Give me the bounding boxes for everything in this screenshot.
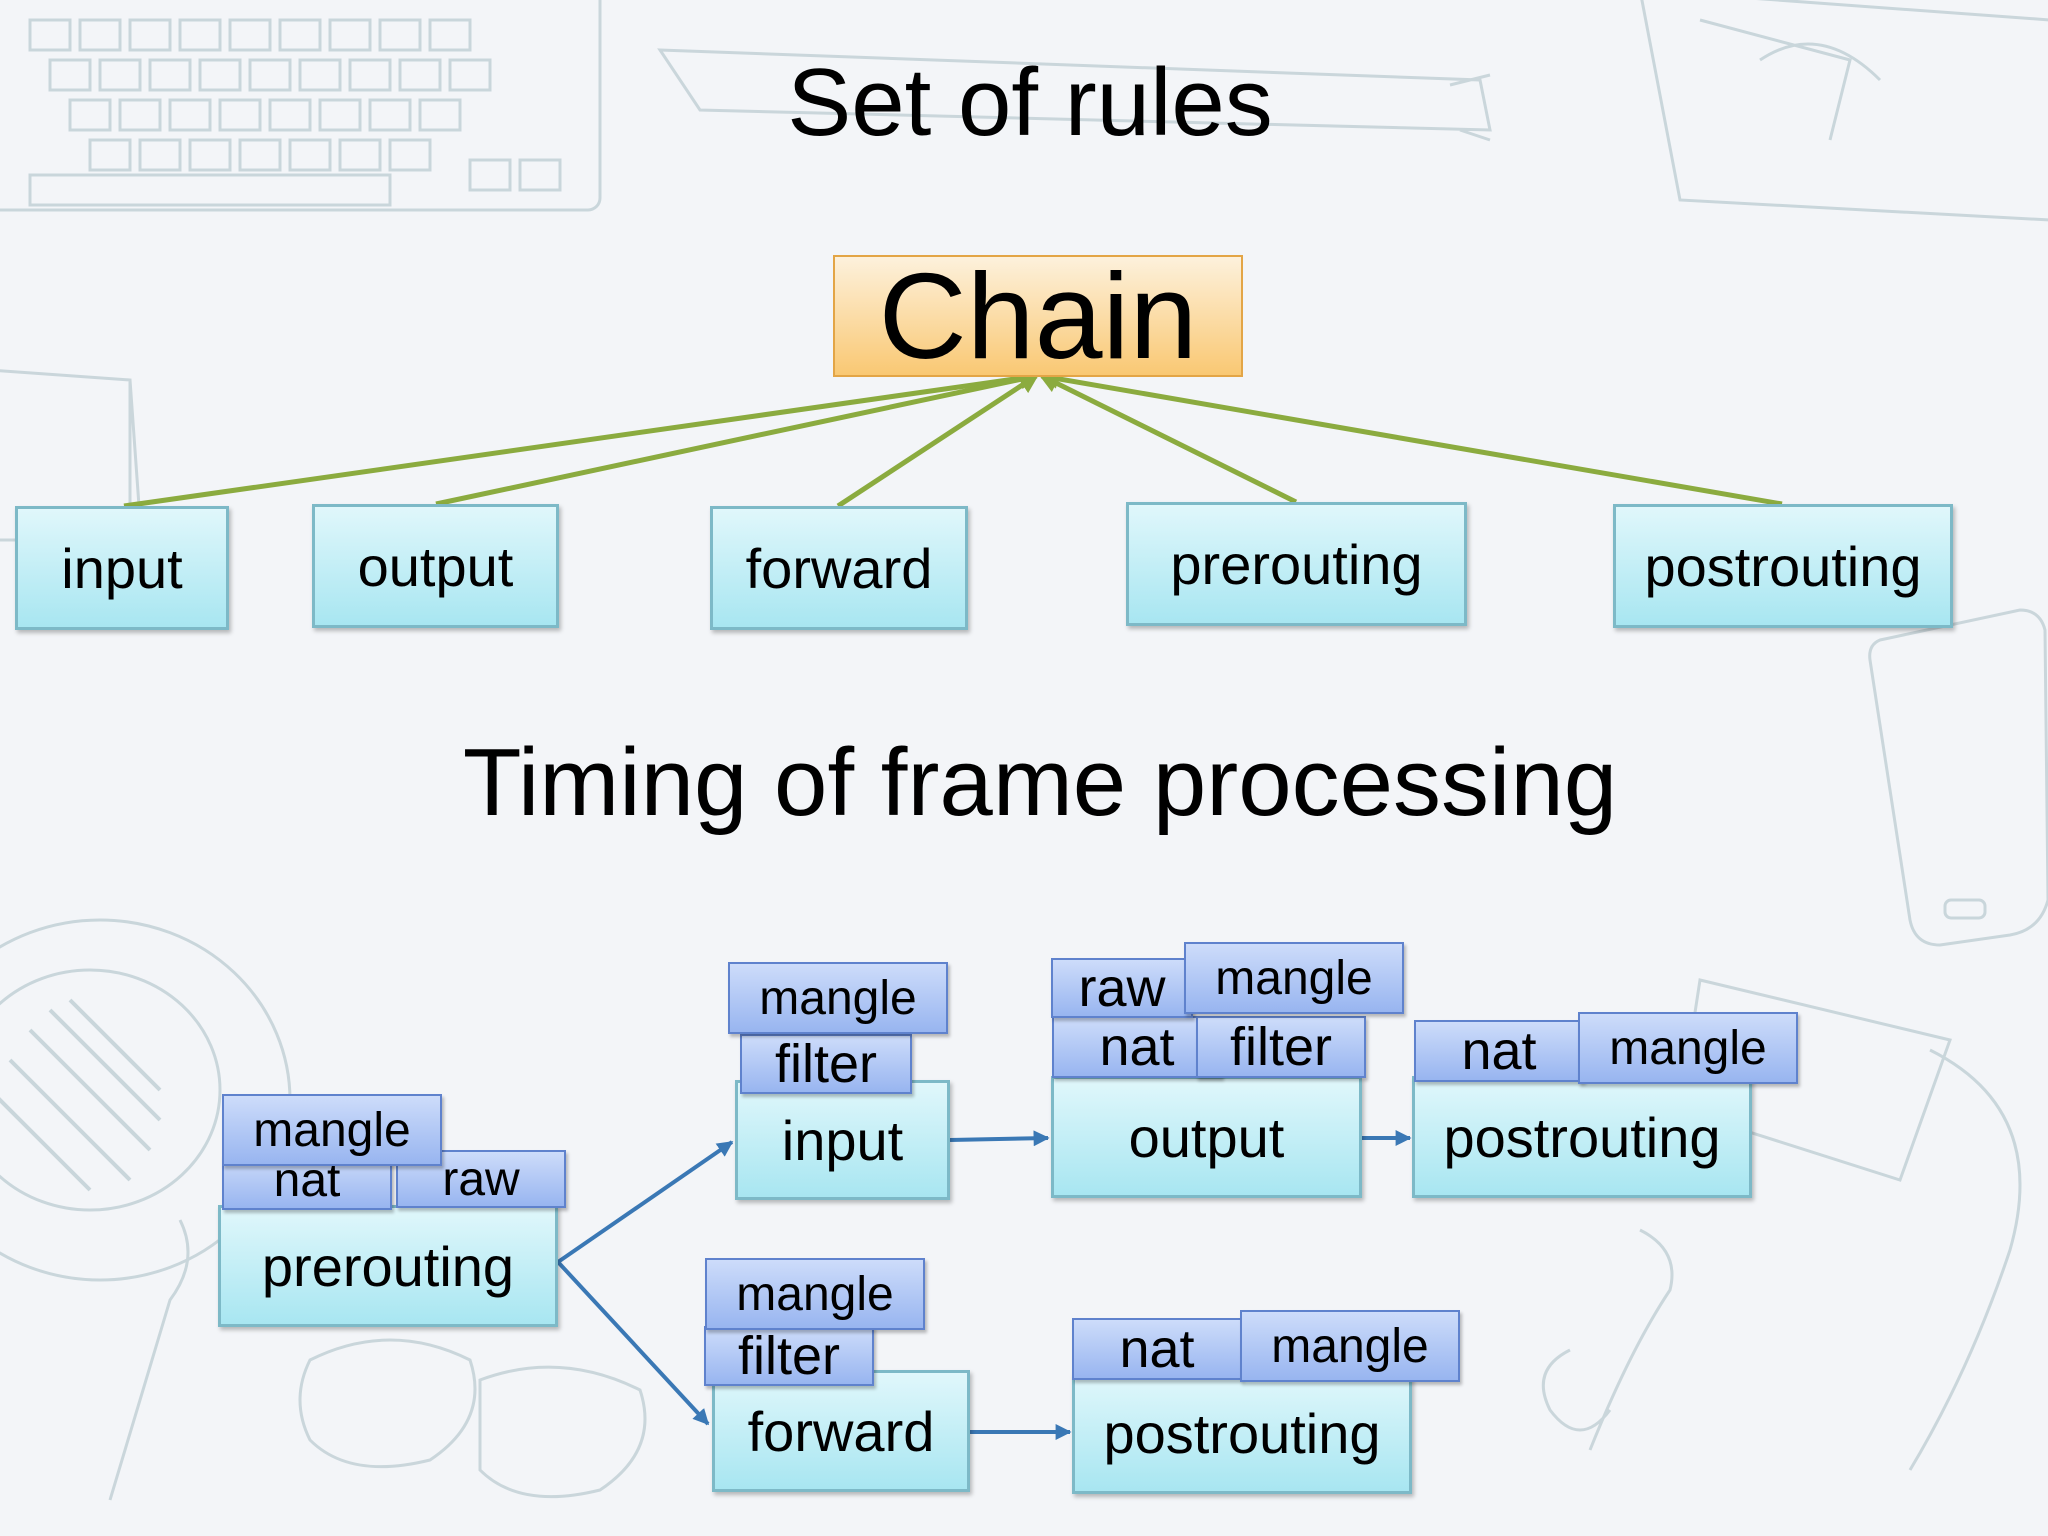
table-filter: filter (1196, 1016, 1366, 1078)
link-output-chain (435, 369, 1040, 507)
chain-type-prerouting: prerouting (1126, 502, 1467, 626)
chain-type-output: output (312, 504, 559, 628)
link-forward-chain (836, 373, 1040, 509)
table-nat: nat (1414, 1020, 1584, 1082)
link-input-chain (123, 368, 1040, 509)
slide-title-set-of-rules: Set of rules (787, 49, 1273, 156)
flow-postrouting-bottom-box: postrouting (1072, 1372, 1412, 1494)
table-filter: filter (740, 1034, 912, 1094)
slide-title-timing: Timing of frame processing (462, 729, 1618, 836)
table-mangle: mangle (728, 962, 948, 1034)
flow-prerouting-box: prerouting (218, 1205, 558, 1327)
arrow-prerouting-forward (556, 1260, 710, 1426)
link-postrouting-chain (1038, 368, 1783, 507)
keyboard-sketch (0, 0, 602, 212)
pen-sketch (657, 48, 1492, 142)
flow-postrouting-top-box: postrouting (1412, 1076, 1752, 1198)
table-nat: nat (1052, 1016, 1222, 1078)
table-mangle: mangle (1184, 942, 1404, 1014)
arrow-prerouting-input (556, 1140, 734, 1264)
phone-sketch (1868, 608, 2048, 947)
flow-output-box: output (1051, 1076, 1362, 1198)
table-raw: raw (396, 1150, 566, 1208)
arrow-input-output (949, 1130, 1050, 1147)
chain-type-postrouting: postrouting (1613, 504, 1953, 628)
table-mangle: mangle (222, 1094, 442, 1166)
chain-box: Chain (833, 248, 1243, 384)
link-prerouting-chain (1038, 373, 1298, 505)
chain-type-input: input (15, 506, 229, 630)
table-nat: nat (1072, 1318, 1242, 1380)
earphones-sketch (1541, 1048, 2022, 1471)
glasses-sketch (298, 1338, 647, 1499)
table-mangle: mangle (705, 1258, 925, 1330)
chain-type-forward: forward (710, 506, 968, 630)
table-raw: raw (1051, 958, 1193, 1018)
table-mangle: mangle (1240, 1310, 1460, 1382)
notebook-sketch (1640, 0, 2048, 222)
table-filter: filter (704, 1326, 874, 1386)
flow-forward-box: forward (712, 1370, 970, 1492)
flow-input-box: input (735, 1080, 950, 1200)
table-mangle: mangle (1578, 1012, 1798, 1084)
